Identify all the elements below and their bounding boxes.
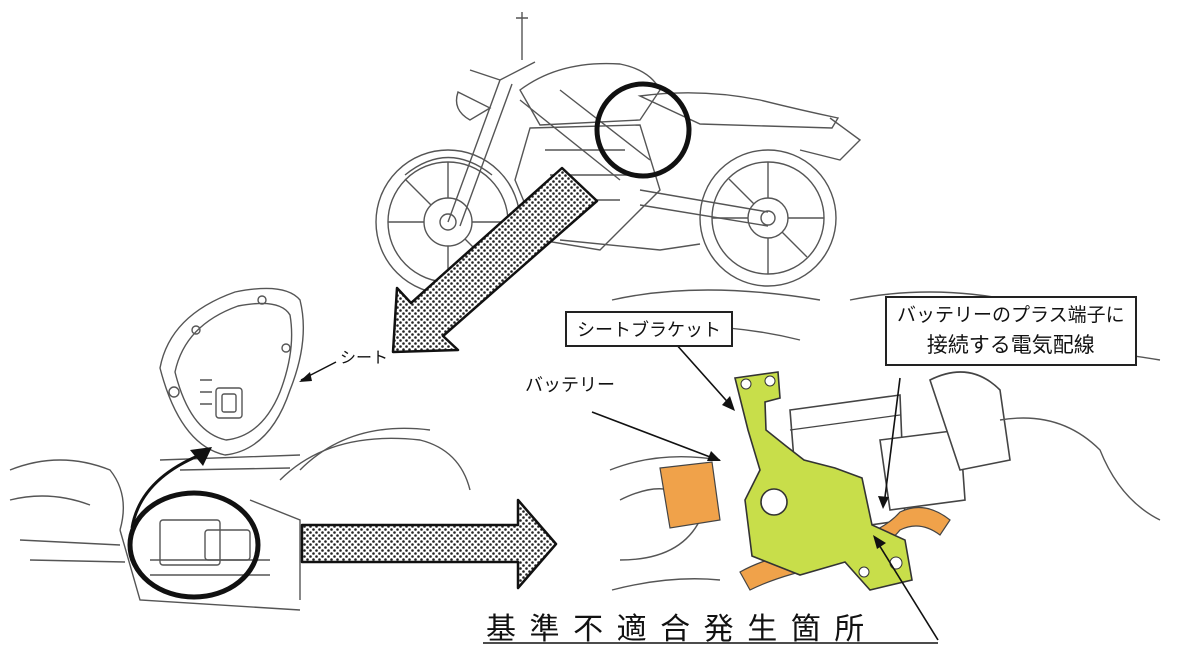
seat-leader-arrowhead bbox=[299, 372, 312, 382]
defect-leader-arrowhead bbox=[873, 535, 886, 549]
detail-leader-lines bbox=[591, 342, 939, 641]
wiring-label: バッテリーのプラス端子に 接続する電気配線 bbox=[885, 296, 1137, 366]
dotted-arrow-diagonal bbox=[391, 166, 599, 354]
bracket-leader-arrowhead bbox=[722, 396, 735, 411]
wiring-leader-arrowhead bbox=[878, 496, 889, 509]
seat-area-circle bbox=[594, 81, 692, 179]
battery-label: バッテリー bbox=[525, 375, 615, 396]
defect-location-label: 基 準 不 適 合 発 生 箇 所 bbox=[486, 612, 867, 647]
wiring-label-line1: バッテリーのプラス端子に bbox=[897, 304, 1125, 326]
detail-view bbox=[609, 289, 1161, 591]
dotted-arrow-horizontal bbox=[300, 498, 558, 590]
seat-bracket-label: シートブラケット bbox=[565, 311, 733, 347]
seat-illustration bbox=[159, 287, 304, 456]
seat-label: シート bbox=[340, 348, 389, 367]
motorcycle-illustration bbox=[375, 12, 862, 295]
rear-frame-illustration bbox=[9, 427, 471, 611]
battery-area-circle bbox=[127, 490, 261, 600]
wiring-label-line2: 接続する電気配線 bbox=[926, 332, 1095, 357]
lift-arrowhead bbox=[190, 447, 212, 466]
lift-arrow bbox=[130, 453, 201, 529]
battery-leader-arrowhead bbox=[707, 451, 721, 461]
